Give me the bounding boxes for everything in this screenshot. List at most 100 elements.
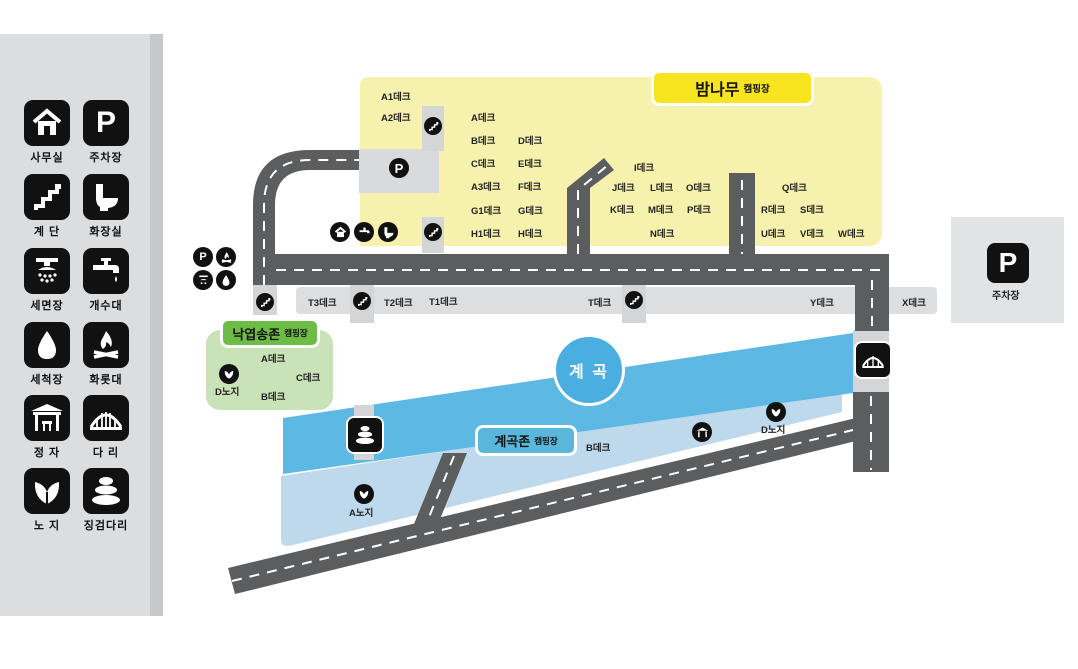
campfire-icon <box>83 322 129 368</box>
site-label: E데크 <box>518 159 542 170</box>
bridge-icon <box>83 395 129 441</box>
site-label: F데크 <box>518 182 542 193</box>
site-label: G데크 <box>518 206 543 217</box>
site-label: Q데크 <box>782 183 807 194</box>
stairs-icon <box>353 292 371 310</box>
bamnamu-zone-name: 밤나무 <box>695 82 740 99</box>
parking-icon: P <box>987 243 1029 283</box>
water-drop-icon <box>216 270 236 290</box>
site-label: H1데크 <box>471 229 501 240</box>
legend-item-toilet: 화장실 <box>78 174 134 239</box>
site-label: D노지 <box>761 425 786 436</box>
site-label: O데크 <box>686 183 711 194</box>
office-icon <box>330 222 350 242</box>
legend-item-open-field: 노 지 <box>19 468 75 533</box>
legend-item-office: 사무실 <box>19 100 75 165</box>
site-label: U데크 <box>761 229 786 240</box>
legend-label: 사무실 <box>30 152 64 164</box>
site-label: M데크 <box>648 205 674 216</box>
site-label: C데크 <box>471 159 496 170</box>
bridge-icon <box>854 341 892 379</box>
bamnamu-zone-badge: 밤나무 캠핑장 <box>651 70 814 106</box>
lower-road <box>296 287 937 314</box>
site-label: L데크 <box>650 183 674 194</box>
leaf-icon <box>24 468 70 514</box>
stairs-icon <box>424 223 442 241</box>
site-label: V데크 <box>800 229 824 240</box>
stream-area <box>283 333 853 474</box>
stairs-icon <box>24 174 70 220</box>
stairs-icon <box>424 117 442 135</box>
legend-panel-edge <box>150 34 163 616</box>
legend-item-faucet: 개수대 <box>78 248 134 313</box>
stream-label: 계 곡 <box>569 364 609 381</box>
parking-icon: P <box>193 247 213 267</box>
parking-icon: P <box>83 100 129 146</box>
legend-item-shower: 세면장 <box>19 248 75 313</box>
legend-label: 정 자 <box>33 447 61 459</box>
pavilion-icon <box>692 422 712 442</box>
site-label: A3데크 <box>471 182 501 193</box>
legend-label: 세면장 <box>30 300 64 312</box>
gyegok-zone-suffix: 캠핑장 <box>534 435 558 446</box>
site-label: A2데크 <box>381 113 411 124</box>
site-label: H데크 <box>518 229 543 240</box>
site-label: J데크 <box>612 183 635 194</box>
legend-item-parking: P 주차장 <box>78 100 134 165</box>
legend-label: 세척장 <box>30 374 64 386</box>
leaf-icon <box>354 484 374 504</box>
site-label: A데크 <box>471 113 496 124</box>
nakyeop-zone-badge: 낙엽송존 캠핑장 <box>220 318 320 348</box>
site-label: N데크 <box>650 229 675 240</box>
parking-right-label: 주차장 <box>992 291 1020 302</box>
nakyeop-zone-area <box>206 330 333 410</box>
legend-label: 노 지 <box>33 520 61 532</box>
legend-label: 다 리 <box>92 447 120 459</box>
leaf-icon <box>766 402 786 422</box>
site-label: K데크 <box>610 205 635 216</box>
site-label: T3데크 <box>308 298 337 309</box>
site-label: D노지 <box>215 387 240 398</box>
legend-label: 개수대 <box>89 300 123 312</box>
office-icon <box>24 100 70 146</box>
site-label: B데크 <box>586 443 611 454</box>
site-label: W데크 <box>838 229 865 240</box>
legend-label: 징검다리 <box>83 520 129 532</box>
legend-label: 화장실 <box>89 226 123 238</box>
shower-icon <box>193 270 213 290</box>
water-drop-icon <box>24 322 70 368</box>
legend-label: 주차장 <box>89 152 123 164</box>
site-label: A데크 <box>261 354 286 365</box>
gyegok-zone-name: 계곡존 <box>494 434 531 449</box>
stepping-stones-icon <box>346 416 384 454</box>
campfire-icon <box>216 247 236 267</box>
legend-item-stairs: 계 단 <box>19 174 75 239</box>
site-label: S데크 <box>800 205 824 216</box>
shower-icon <box>24 248 70 294</box>
nakyeop-zone-suffix: 캠핑장 <box>284 328 308 338</box>
site-label: C데크 <box>296 373 321 384</box>
site-label: P데크 <box>687 205 711 216</box>
site-label: A1데크 <box>381 92 411 103</box>
site-label: T1데크 <box>429 297 458 308</box>
legend-item-pavilion: 정 자 <box>19 395 75 460</box>
site-label: Y데크 <box>810 298 834 309</box>
site-label: B데크 <box>471 136 496 147</box>
legend-label: 화롯대 <box>89 374 123 386</box>
nakyeop-zone-name: 낙엽송존 <box>232 326 281 342</box>
site-label: B데크 <box>261 392 286 403</box>
pavilion-icon <box>24 395 70 441</box>
stepping-stones-icon <box>83 468 129 514</box>
parking-icon: P <box>389 158 409 178</box>
legend-item-stepping-stones: 징검다리 <box>78 468 134 533</box>
site-label: X데크 <box>902 298 926 309</box>
site-label: D데크 <box>518 136 543 147</box>
site-label: A노지 <box>349 508 374 519</box>
leaf-icon <box>219 364 239 384</box>
site-label: R데크 <box>761 205 786 216</box>
faucet-icon <box>83 248 129 294</box>
site-label: T2데크 <box>384 298 413 309</box>
legend-item-bridge: 다 리 <box>78 395 134 460</box>
legend-item-wash: 세척장 <box>19 322 75 387</box>
